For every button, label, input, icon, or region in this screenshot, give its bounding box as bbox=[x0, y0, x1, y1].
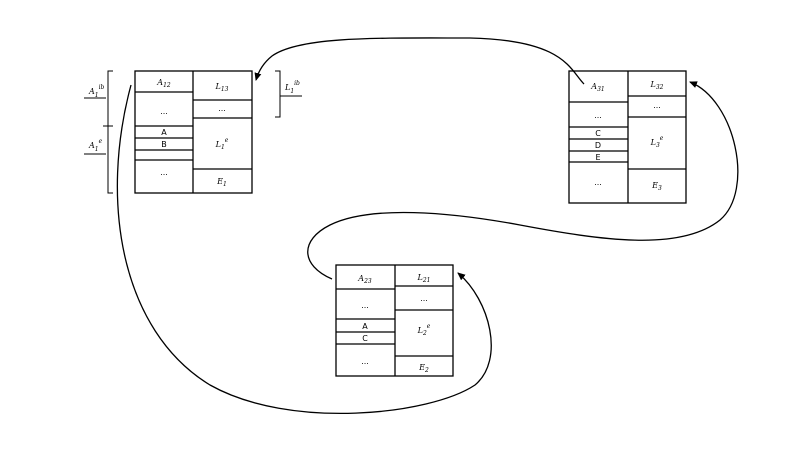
block-1-e-foot: E1 bbox=[216, 177, 227, 188]
block-3-item-2: D bbox=[595, 141, 601, 150]
block-3-item-3: E bbox=[595, 153, 600, 162]
block-3-l-header: L32 bbox=[650, 80, 664, 91]
a1-e-label: A1e bbox=[88, 138, 103, 153]
block-1-item-1: A bbox=[161, 128, 167, 137]
left-brace-bracket bbox=[107, 70, 113, 194]
edge-block2-to-block3 bbox=[307, 81, 739, 280]
block-2 bbox=[335, 264, 454, 377]
block-2-item-1: A bbox=[362, 322, 368, 331]
block-2-item-2: C bbox=[362, 334, 368, 343]
block-1 bbox=[134, 70, 253, 194]
block-2-l-e: L2e bbox=[417, 323, 431, 337]
block-1-a-header: A12 bbox=[156, 78, 171, 89]
block-3-item-1: C bbox=[595, 129, 601, 138]
l1-ib-label: L1ib bbox=[284, 80, 300, 95]
block-2-a-header: A23 bbox=[357, 274, 372, 285]
block-1-left-dots-2: ... bbox=[160, 168, 168, 177]
block-2-right-dots: ... bbox=[420, 294, 428, 303]
block-3-left-dots-2: ... bbox=[594, 178, 602, 187]
block-1-left-dots-1: ... bbox=[160, 107, 168, 116]
block-3 bbox=[568, 70, 687, 204]
block-3-l-e: L3e bbox=[650, 135, 664, 149]
l1-ib-bracket bbox=[275, 70, 281, 118]
block-3-left-dots-1: ... bbox=[594, 111, 602, 120]
edge-block1-to-block2 bbox=[116, 84, 492, 415]
block-2-left-dots-1: ... bbox=[361, 301, 369, 310]
block-3-text: A31 ... C D E ... L32 ... L3e E3 bbox=[590, 80, 664, 192]
block-2-left-dots-2: ... bbox=[361, 357, 369, 366]
block-3-right-dots: ... bbox=[653, 101, 661, 110]
block-1-l-e: L1e bbox=[215, 137, 229, 151]
block-1-l-header: L13 bbox=[215, 82, 229, 93]
l1-ib-bracket-group: L1ib bbox=[275, 70, 302, 118]
block-3-e-foot: E3 bbox=[651, 181, 662, 192]
block-2-e-foot: E2 bbox=[418, 363, 429, 374]
block-1-item-2: B bbox=[161, 140, 167, 149]
block-1-text: A12 ... A B ... L13 ... L1e E1 bbox=[156, 78, 229, 188]
block-2-text: A23 ... A C ... L21 ... L2e E2 bbox=[357, 273, 431, 374]
edge-block3-to-block1 bbox=[254, 37, 585, 85]
block-1-right-dots: ... bbox=[218, 104, 226, 113]
block-2-l-header: L21 bbox=[417, 273, 431, 284]
left-brace-group: A1ib A1e bbox=[84, 70, 113, 194]
block-3-a-header: A31 bbox=[590, 82, 604, 93]
a1-ib-label: A1ib bbox=[88, 84, 105, 99]
